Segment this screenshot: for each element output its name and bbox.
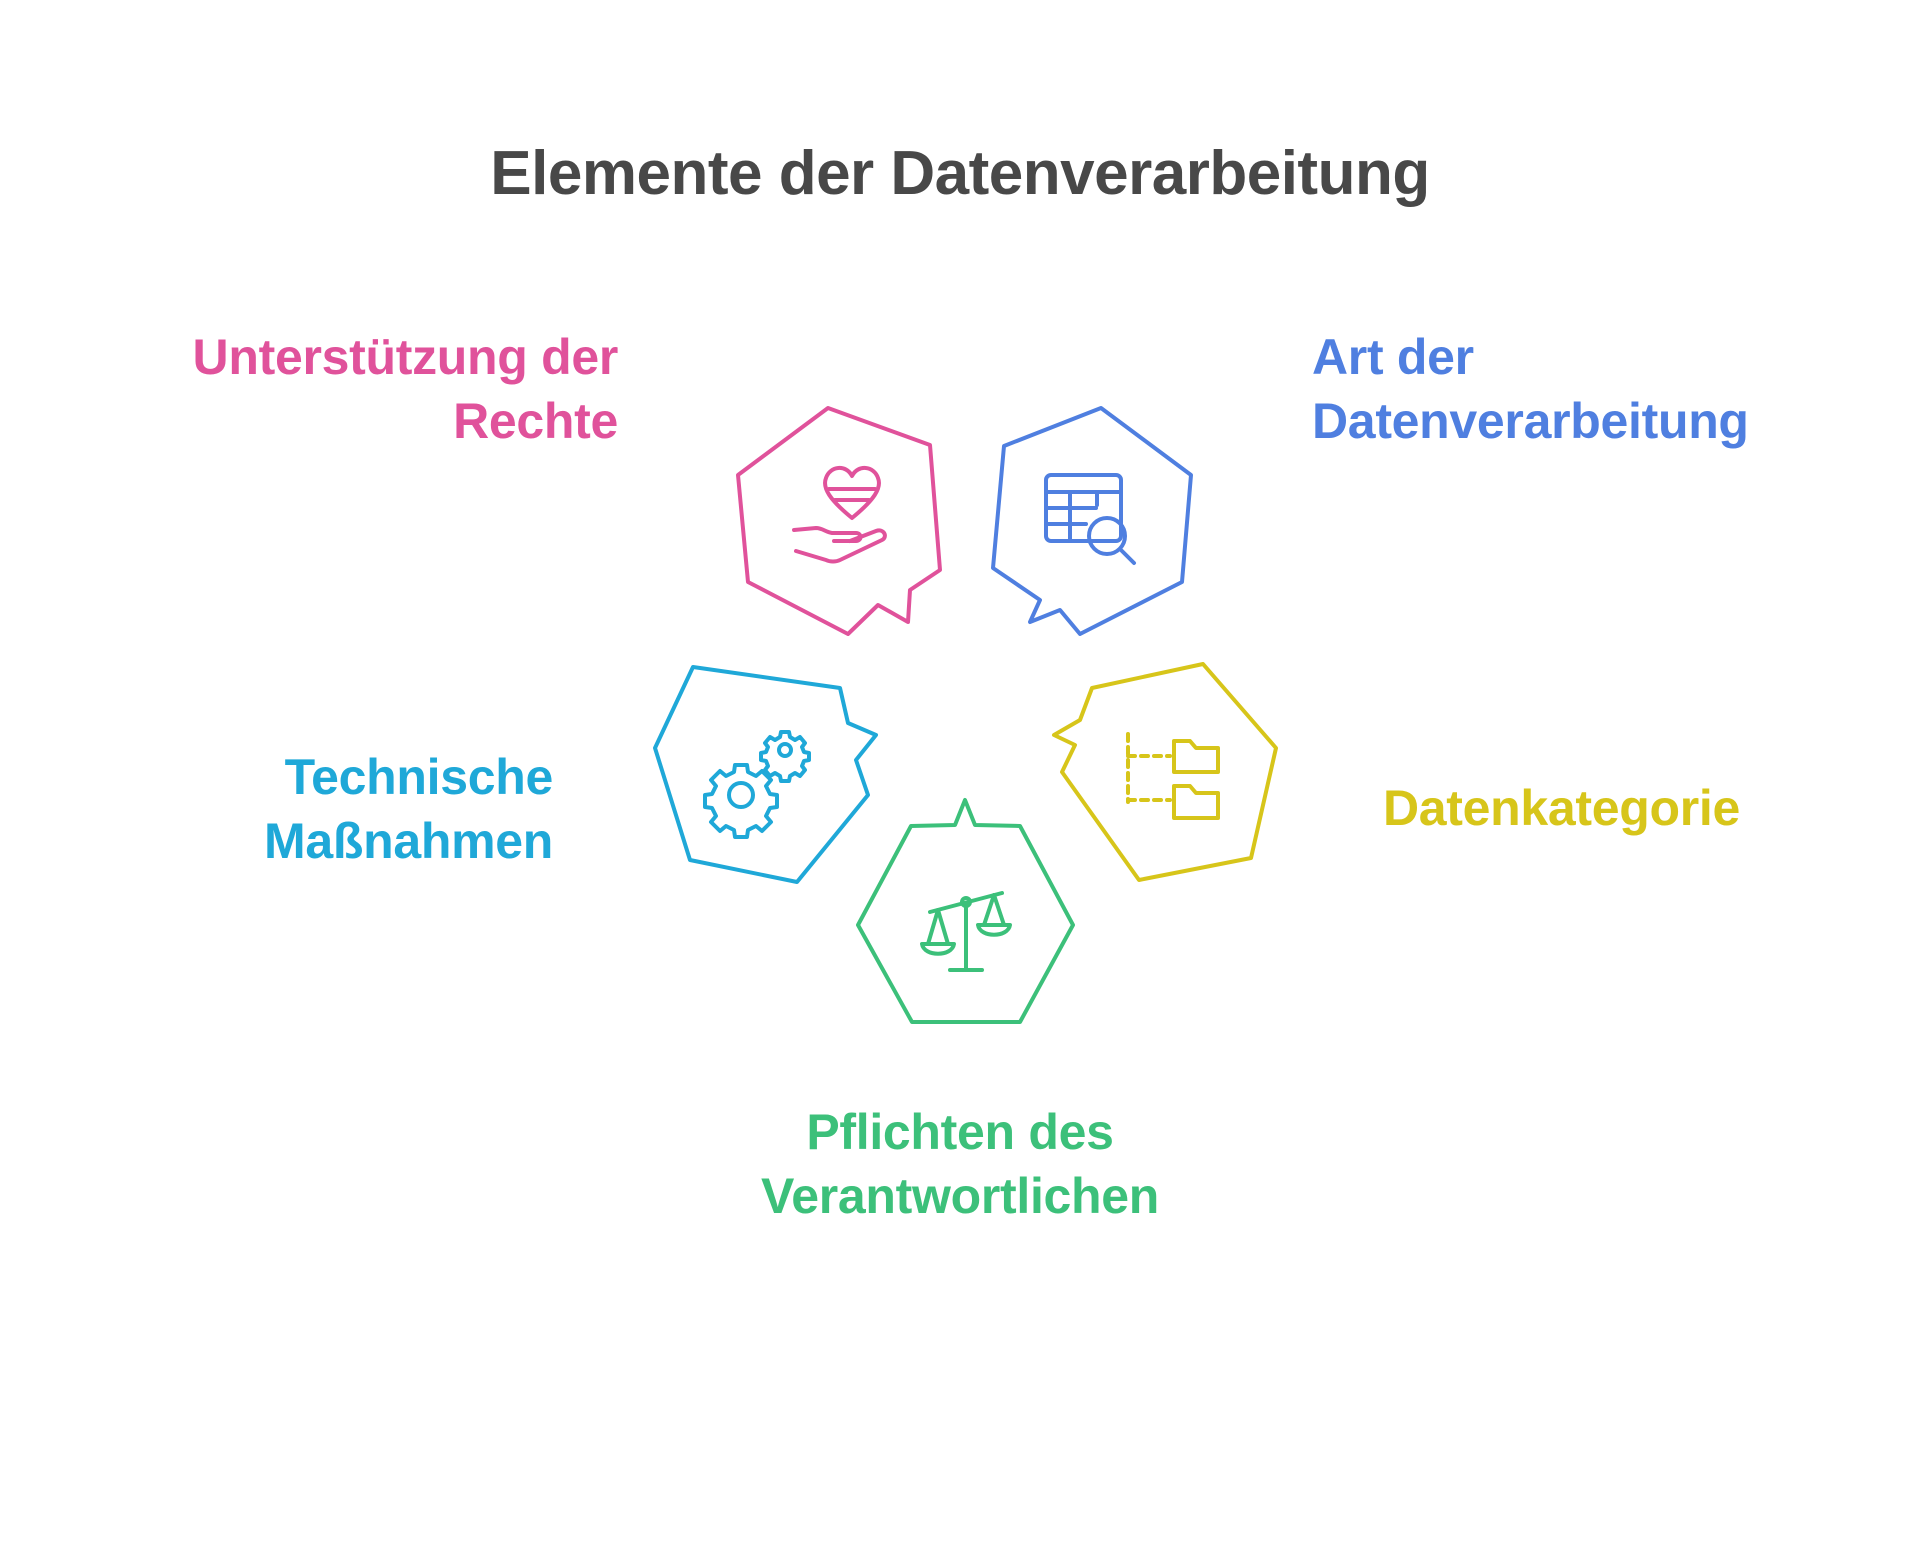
gears-icon — [703, 730, 811, 839]
label-processing-line-2: Datenverarbeitung — [1312, 393, 1749, 449]
shape-rights — [736, 406, 942, 636]
heptagon-category — [1052, 662, 1278, 882]
heptagon-processing — [991, 406, 1193, 636]
heart-hand-icon — [792, 466, 887, 564]
heptagon-duties — [856, 798, 1075, 1024]
label-rights: Unterstützung der Rechte — [160, 325, 619, 453]
scales-icon — [920, 891, 1012, 972]
shape-duties — [856, 798, 1075, 1024]
shape-category — [1052, 662, 1278, 882]
label-category: Datenkategorie — [1340, 776, 1740, 840]
shape-processing — [991, 406, 1193, 636]
label-duties: Pflichten des Verantwortlichen — [660, 1100, 1260, 1228]
label-processing: Art der Datenverarbeitung — [1312, 325, 1872, 453]
shape-technical — [653, 665, 878, 884]
label-technical-line-2: Maßnahmen — [264, 813, 553, 869]
label-category-line-1: Datenkategorie — [1382, 780, 1740, 836]
heptagon-rights — [736, 406, 942, 636]
label-technical: Technische Maßnahmen — [180, 745, 553, 873]
label-rights-line-2: Rechte — [453, 393, 618, 449]
heptagon-technical — [653, 665, 878, 884]
label-rights-line-1: Unterstützung der — [192, 329, 619, 385]
diagram-title: Elemente der Datenverarbeitung — [490, 139, 1430, 208]
label-duties-line-2: Verantwortlichen — [760, 1168, 1160, 1224]
label-technical-line-1: Technische — [284, 749, 554, 805]
table-search-icon — [1044, 473, 1136, 565]
label-processing-line-1: Art der — [1312, 329, 1474, 385]
label-duties-line-1: Pflichten des — [806, 1104, 1114, 1160]
folder-tree-icon — [1126, 732, 1220, 820]
